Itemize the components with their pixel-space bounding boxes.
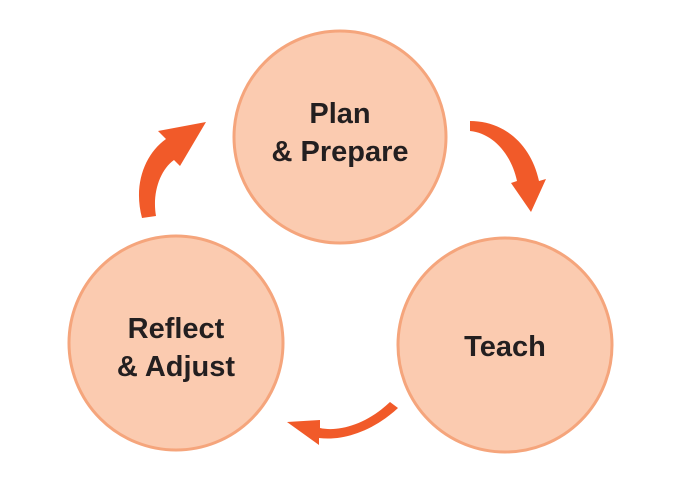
node-plan-circle <box>232 29 448 245</box>
arrow-reflect-to-plan <box>138 122 206 218</box>
arrow-teach-to-reflect <box>287 402 398 445</box>
node-reflect-circle <box>67 234 285 452</box>
node-reflect: Reflect & Adjust <box>67 234 285 452</box>
node-teach-label-line1: Teach <box>464 331 546 363</box>
node-plan: Plan & Prepare <box>232 29 448 245</box>
arrow-reflect-to-plan-icon <box>138 122 206 218</box>
arrow-plan-to-teach-icon <box>470 121 546 212</box>
node-reflect-label-line1: Reflect <box>128 313 225 345</box>
node-teach: Teach <box>396 236 614 454</box>
node-teach-circle <box>396 236 614 454</box>
node-plan-label-line2: & Prepare <box>271 136 408 168</box>
node-reflect-label-line2: & Adjust <box>117 351 235 383</box>
node-plan-label-line1: Plan <box>309 98 370 130</box>
arrow-teach-to-reflect-icon <box>287 402 398 445</box>
arrow-plan-to-teach <box>470 121 546 212</box>
